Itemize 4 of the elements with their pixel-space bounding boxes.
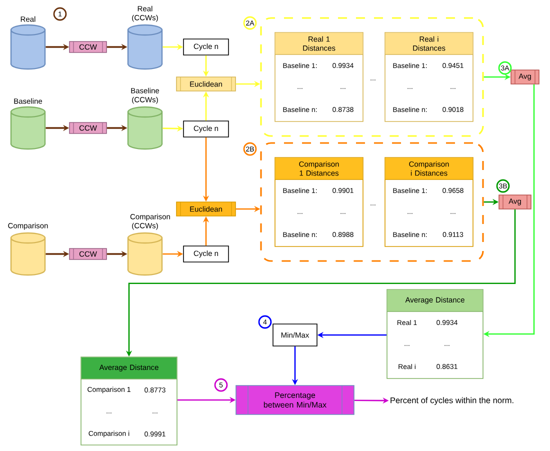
process-box: Percentage between Min/Max bbox=[236, 385, 354, 415]
dashed-group bbox=[260, 142, 484, 262]
output-text: Percent of cycles within the norm. bbox=[390, 397, 514, 405]
dashed-group bbox=[260, 17, 484, 137]
